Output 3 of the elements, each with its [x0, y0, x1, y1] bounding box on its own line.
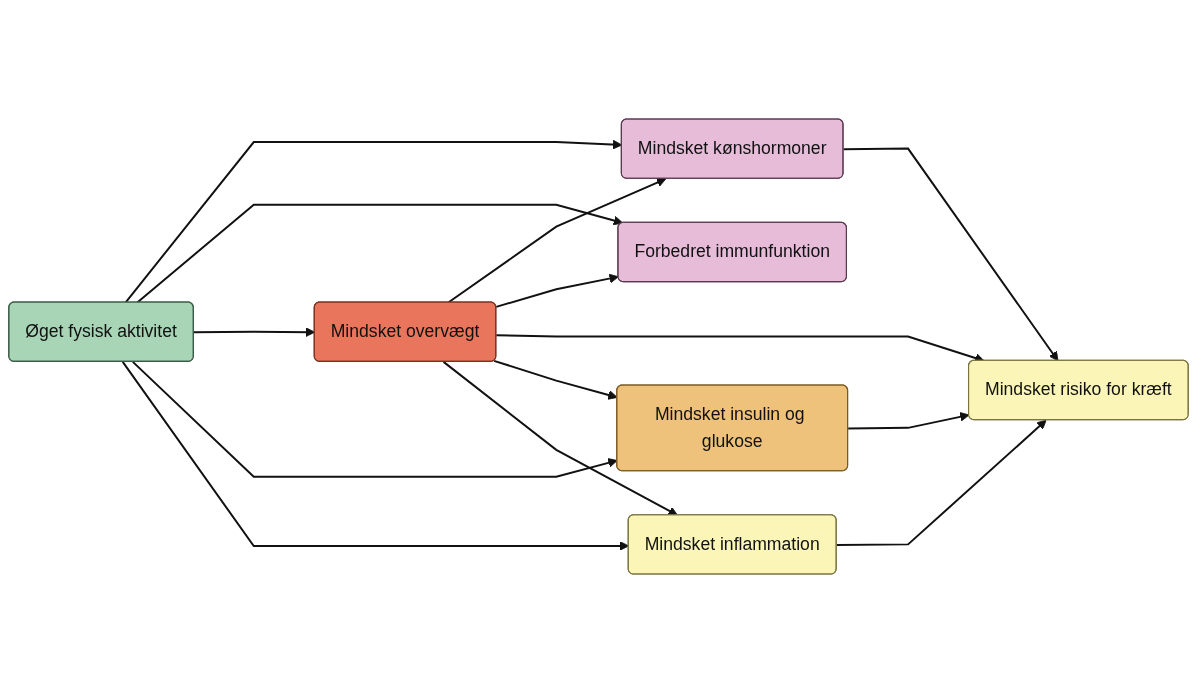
arrow: [847, 412, 970, 430]
arrow: [495, 273, 619, 308]
arrow: [442, 360, 678, 516]
